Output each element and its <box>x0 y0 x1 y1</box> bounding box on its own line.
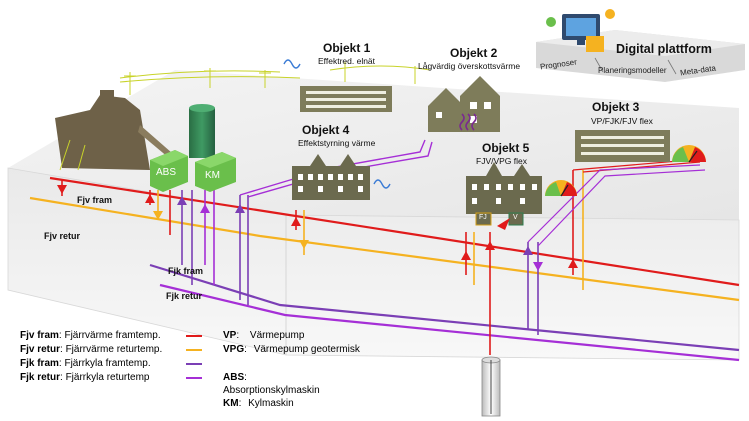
legend-desc: Fjärrkyla framtemp. <box>64 358 151 369</box>
abbr-desc: Värmepump geotermisk <box>253 344 360 355</box>
km-label: KM <box>205 170 220 181</box>
legend-desc: Fjärrkyla returtemp <box>65 372 150 383</box>
legend-key: Fjk fram <box>20 358 59 369</box>
legend-swatches <box>186 335 202 379</box>
objekt-4-title: Objekt 4 <box>302 123 350 137</box>
cooling-tank <box>189 104 215 158</box>
km-module <box>195 152 236 192</box>
objekt-3-building <box>575 130 670 162</box>
platform-title: Digital plattform <box>616 42 712 56</box>
abbr-key: VP <box>223 330 237 341</box>
pipe-label-fjv-fram: Fjv fram <box>77 195 113 205</box>
objekt-1-title: Objekt 1 <box>323 41 371 55</box>
abbr-vpg-key-row: VPG: Värmepump geotermisk <box>223 344 360 355</box>
legend-row-fjv-retur: Fjv retur: Fjärrvärme returtemp. <box>20 344 163 355</box>
legend-key: Fjk retur <box>20 372 61 383</box>
objekt-4-building <box>292 154 370 200</box>
fjk-fram-pipe <box>149 263 740 352</box>
legend-desc: Fjärrvärme returtemp. <box>65 344 163 355</box>
objekt-4-subtitle: Effektstyrning värme <box>298 138 376 148</box>
power-line <box>119 62 431 95</box>
fj-label: FJ <box>479 214 487 221</box>
pipe-label-fjv-retur: Fjv retur <box>44 231 81 241</box>
abbr-abs: ABS: <box>223 372 247 383</box>
abbr-km: KM: Kylmaskin <box>223 398 294 409</box>
abs-module <box>150 150 188 192</box>
fjv-retur-pipe <box>29 196 740 302</box>
digital-platform <box>536 9 745 82</box>
v-label: V <box>513 214 518 221</box>
objekt-5-building <box>466 162 542 214</box>
legend-row-fjk-fram: Fjk fram: Fjärrkyla framtemp. <box>20 358 151 369</box>
legend-key: Fjv fram <box>20 330 59 341</box>
v-unit <box>497 212 524 230</box>
abbr-key: VPG <box>223 344 245 355</box>
legend-key: Fjv retur <box>20 344 61 355</box>
platform-item-planeringsmodeller: Planeringsmodeller <box>598 66 667 75</box>
legend-row-fjv-fram: Fjv fram: Fjärrvärme framtemp. <box>20 330 161 341</box>
objekt-3-gauge-icon <box>672 145 706 163</box>
objekt-2-title: Objekt 2 <box>450 46 498 60</box>
legend-desc: Fjärrvärme framtemp. <box>64 330 161 341</box>
abbr-desc: Absorptionskylmaskin <box>223 385 320 396</box>
objekt-1-subtitle: Effektred. elnät <box>318 56 376 66</box>
fj-unit <box>475 212 492 226</box>
objekt-1-wave-icon <box>283 59 301 69</box>
heat-waves-icon <box>459 113 477 131</box>
objekt-2-subtitle: Lågvärdig överskottsvärme <box>418 61 521 71</box>
objekt-3-subtitle: VP/FJK/FJV flex <box>591 116 653 126</box>
abbr-desc: Kylmaskin <box>248 398 294 409</box>
geothermal-well <box>481 232 501 417</box>
legend-row-fjk-retur: Fjk retur: Fjärrkyla returtemp <box>20 372 150 383</box>
abbr-abs-desc-row: Absorptionskylmaskin <box>223 385 320 396</box>
platform-computer-icon <box>546 9 615 52</box>
objekt-2-houses <box>428 76 500 132</box>
objekt-4-wave-icon <box>373 179 391 189</box>
objekt-5-gauge-icon <box>545 180 577 197</box>
objekt-5-title: Objekt 5 <box>482 141 530 155</box>
abbr-key: ABS <box>223 372 245 383</box>
objekt-3-title: Objekt 3 <box>592 100 640 114</box>
fjk-retur-pipe <box>159 283 740 362</box>
pipe-label-fjk-retur: Fjk retur <box>166 291 203 301</box>
objekt-1-building <box>300 86 392 112</box>
pipe-label-fjk-fram: Fjk fram <box>168 266 204 276</box>
abbr-desc: Värmepump <box>249 330 305 341</box>
objekt-5-subtitle: FJV/VPG flex <box>476 156 528 166</box>
district-cooling-pipes <box>149 139 740 362</box>
abbr-vp: VP: Värmepump <box>223 330 305 341</box>
flow-arrows <box>57 185 578 271</box>
abbr-key: KM <box>223 398 239 409</box>
abs-label: ABS <box>156 167 177 178</box>
